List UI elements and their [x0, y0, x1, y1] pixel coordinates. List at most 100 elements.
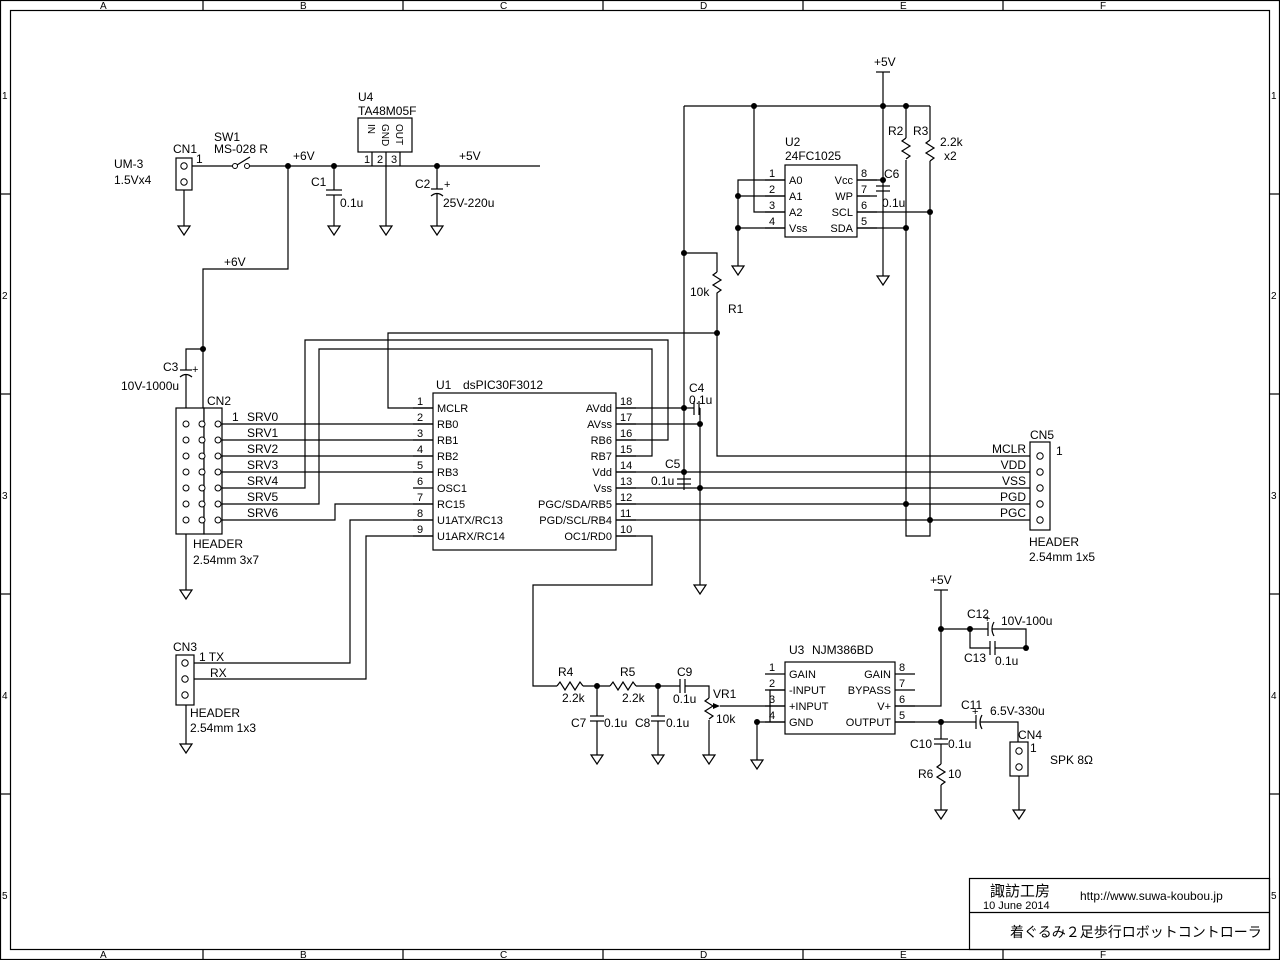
- eeprom-section: +5V U2 24FC1025 1A02A13A24Vss8Vcc7WP6SCL…: [684, 55, 964, 537]
- frame-col-bottom: C: [500, 950, 507, 960]
- pin-name: A2: [789, 207, 802, 219]
- cn2-signal: SRV3: [247, 458, 278, 472]
- pin-name: RB0: [437, 419, 458, 431]
- c9-ref: C9: [677, 665, 693, 679]
- r4-ref: R4: [558, 665, 574, 679]
- pin-name: OUTPUT: [846, 717, 892, 729]
- title-block: 諏訪工房 http://www.suwa-koubou.jp 10 June 2…: [968, 877, 1271, 951]
- r3-ref: R3: [913, 124, 929, 138]
- ground-icon: [730, 265, 746, 277]
- net-5v-amp: +5V: [930, 573, 952, 587]
- frame-inner: [9, 9, 1271, 951]
- ground-icon: [378, 225, 394, 237]
- pin-number: 13: [620, 476, 632, 488]
- ground-icon: [178, 589, 194, 601]
- u1-part: dsPIC30F3012: [463, 378, 543, 392]
- net-5v-top: +5V: [874, 55, 896, 69]
- c11-plus: +: [972, 706, 978, 718]
- u1-pins: 1MCLR2RB03RB14RB25RB36OSC17RC158U1ATX/RC…: [413, 396, 636, 543]
- c9-value: 0.1u: [673, 692, 696, 706]
- pin-number: 3: [769, 200, 775, 212]
- u2-ref: U2: [785, 135, 801, 149]
- c6-value: 0.1u: [882, 196, 905, 210]
- mcu-section: 10k R1 U1 dsPIC30F3012 1MCLR2RB03RB14RB2…: [173, 106, 1095, 744]
- pin-number: 12: [620, 492, 632, 504]
- net-6v-label-b: +6V: [224, 255, 246, 269]
- cn4-body: [1009, 741, 1029, 777]
- frame-col-bottom: E: [900, 950, 907, 960]
- pin-number: 8: [899, 662, 905, 674]
- pin-number: 2: [769, 184, 775, 196]
- cn5-signal: MCLR: [992, 442, 1026, 456]
- c3-plus: +: [192, 364, 198, 376]
- pin-name: PGC/SDA/RB5: [538, 499, 612, 511]
- cn2-signal: SRV6: [247, 506, 278, 520]
- pin-number: 2: [417, 412, 423, 424]
- pin-name: WP: [835, 191, 853, 203]
- cn2-signal: SRV1: [247, 426, 278, 440]
- ground-icon: [933, 809, 949, 821]
- c8-ref: C8: [635, 716, 651, 730]
- pin-number: 4: [417, 444, 423, 456]
- cn2-signal: SRV0: [247, 410, 278, 424]
- frame-col-top: D: [700, 1, 707, 12]
- pin-name: BYPASS: [848, 685, 891, 697]
- frame-col-bottom: B: [300, 950, 307, 960]
- pin-number: 3: [417, 428, 423, 440]
- ground-icon: [650, 754, 666, 766]
- pin-number: 5: [417, 460, 423, 472]
- pin-name: RB2: [437, 451, 458, 463]
- pin-number: 5: [861, 216, 867, 228]
- frame-row-right: 5: [1271, 891, 1277, 902]
- u4-part: TA48M05F: [358, 104, 416, 118]
- pin-number: 6: [861, 200, 867, 212]
- u4-pin-gnd: GND: [379, 124, 390, 146]
- ground-icon: [875, 275, 891, 287]
- c5-ref: C5: [665, 457, 681, 471]
- c8-value: 0.1u: [666, 716, 689, 730]
- frame-col-bottom: A: [100, 950, 107, 960]
- ground-icon: [176, 225, 192, 237]
- drawing-date: 10 June 2014: [983, 900, 1050, 912]
- vr1-value: 10k: [716, 712, 736, 726]
- u1-body: [432, 392, 617, 551]
- pin-name: AVss: [587, 419, 612, 431]
- sw1-ref: SW1: [214, 130, 240, 144]
- frame-col-top: A: [100, 1, 107, 12]
- frame-row-left: 2: [2, 291, 8, 302]
- cn5-size: 2.54mm 1x5: [1029, 550, 1095, 564]
- battery-name: UM-3: [114, 157, 144, 171]
- cn5-signal: PGC: [1000, 506, 1026, 520]
- cn2-pin1: 1: [232, 410, 239, 424]
- pin-name: Vcc: [835, 175, 854, 187]
- pin-number: 18: [620, 396, 632, 408]
- sw1-part: MS-028 R: [214, 142, 268, 156]
- company-name: 諏訪工房: [990, 883, 1050, 900]
- pin-number: 4: [769, 710, 775, 722]
- u2-body: [784, 164, 858, 238]
- pin-number: 3: [769, 694, 775, 706]
- pin-name: RB1: [437, 435, 458, 447]
- net-6v-label: +6V: [293, 149, 315, 163]
- c11-value: 6.5V-330u: [990, 704, 1045, 718]
- frame-row-left: 3: [2, 491, 8, 502]
- c2-plus: +: [444, 179, 450, 191]
- frame-row-right: 3: [1271, 491, 1277, 502]
- c11-ref: C11: [961, 698, 982, 712]
- c13-ref: C13: [964, 651, 986, 665]
- pin-name: V+: [877, 701, 891, 713]
- c6-ref: C6: [884, 167, 900, 181]
- u4-pin1-num: 1: [364, 154, 370, 166]
- c10-value: 0.1u: [948, 737, 971, 751]
- r2-ref: R2: [888, 124, 904, 138]
- cn3-sig-tx: 1 TX: [199, 650, 224, 664]
- cn1-pin: 1: [196, 152, 203, 166]
- c12-ref: C12: [967, 607, 989, 621]
- pin-number: 2: [769, 678, 775, 690]
- cn3-size: 2.54mm 1x3: [190, 721, 256, 735]
- c4-value: 0.1u: [689, 393, 712, 407]
- c2-value: 25V-220u: [443, 196, 494, 210]
